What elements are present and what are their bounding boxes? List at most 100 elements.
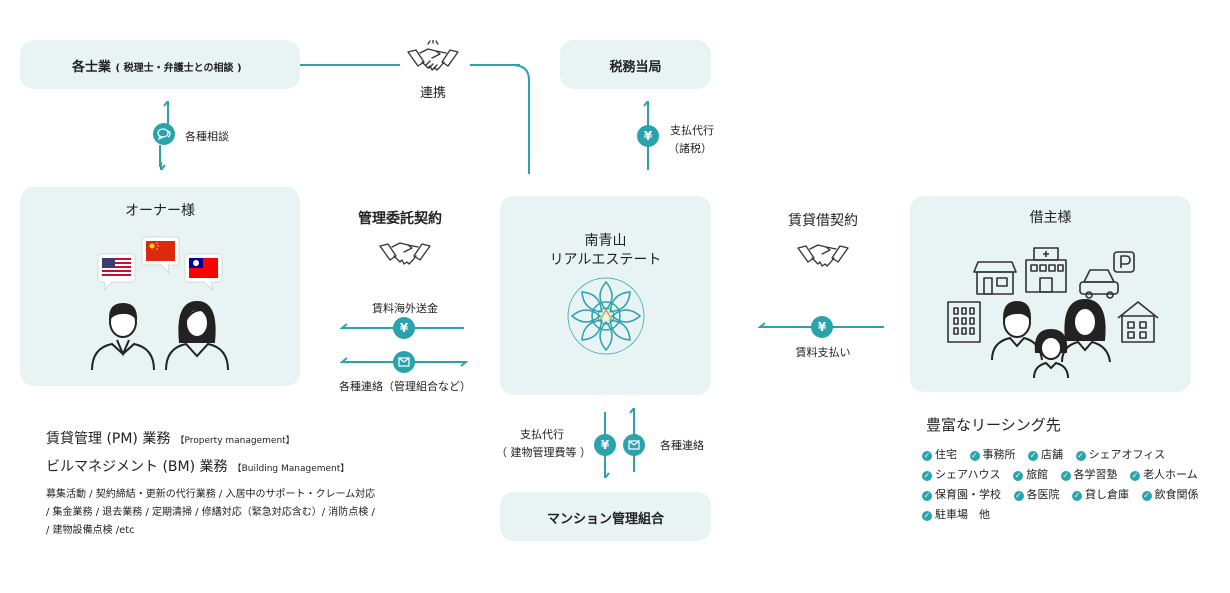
arrowhead-left-icon xyxy=(758,322,768,328)
leasing-item: ✓店舗 xyxy=(1028,448,1063,461)
leasing-item: ✓老人ホーム xyxy=(1130,468,1198,481)
mansion-title: マンション管理組合 xyxy=(546,512,664,527)
arrowhead-down-icon xyxy=(604,470,610,478)
arrow-up-consult xyxy=(167,106,169,126)
check-icon: ✓ xyxy=(1141,491,1152,501)
bm-tag: 【Building Management】 xyxy=(232,464,350,474)
owner-title: オーナー様 xyxy=(125,203,195,219)
owner-box xyxy=(20,187,300,386)
leasing-item-label: 保育園・学校 xyxy=(935,488,1001,501)
tax-office-title: 税務当局 xyxy=(609,60,662,75)
tax-office-box xyxy=(560,40,711,89)
handshake-icon xyxy=(407,40,459,71)
tax-payment-line2: （諸税） xyxy=(668,142,712,155)
arrow-down-consult xyxy=(159,145,161,167)
pm-title: 賃貸管理 (PM) 業務 xyxy=(46,431,171,447)
arrowhead-left-icon xyxy=(340,357,350,363)
person-woman-icon xyxy=(165,300,229,371)
yen-icon: ¥ xyxy=(393,317,415,339)
leasing-item-label: 貸し倉庫 xyxy=(1085,488,1129,501)
mail-icon xyxy=(623,434,645,456)
leasing-item-label: 各医院 xyxy=(1026,488,1060,501)
check-icon: ✓ xyxy=(922,451,932,461)
tenant-title: 借主様 xyxy=(1029,210,1072,226)
arrowhead-up-icon xyxy=(629,408,635,416)
leasing-item: ✓各学習塾 xyxy=(1060,468,1118,481)
rent-payment-label: 賃料支払い xyxy=(795,346,851,359)
leasing-row-2: ✓シェアハウス ✓旅館 ✓各学習塾 ✓老人ホーム xyxy=(922,466,1207,482)
check-icon: ✓ xyxy=(922,491,932,501)
leasing-item: ✓保育園・学校 xyxy=(922,488,1001,501)
contact-label: 各種連絡（管理組合など） xyxy=(339,380,471,393)
leasing-item-label: シェアオフィス xyxy=(1088,448,1166,461)
yen-icon: ¥ xyxy=(594,434,616,456)
professionals-box xyxy=(20,40,300,89)
company-name-line2: リアルエステート xyxy=(549,252,662,268)
handshake-icon xyxy=(797,244,849,267)
leasing-item-label: 各学習塾 xyxy=(1073,468,1118,481)
service-desc-2: / 集金業務 / 退去業務 / 定期清掃 / 修繕対応（緊急対応含む）/ 消防点… xyxy=(46,507,375,518)
check-icon: ✓ xyxy=(1072,491,1082,501)
bm-service: ビルマネジメント (BM) 業務 【Building Management】 xyxy=(46,456,349,476)
leasing-item: ✓旅館 xyxy=(1013,468,1048,481)
leasing-item: ✓事務所 xyxy=(969,448,1016,461)
management-contract-title: 管理委託契約 xyxy=(358,211,442,227)
leasing-item-label: 事務所 xyxy=(982,448,1016,461)
flag-tw-icon xyxy=(184,253,223,292)
building-icon xyxy=(947,247,1159,379)
check-icon: ✓ xyxy=(969,451,980,461)
leasing-item: ✓住宅 xyxy=(922,448,957,461)
leasing-row-4: ✓駐車場 他 xyxy=(922,506,999,522)
tax-payment-line1: 支払代行 xyxy=(670,124,714,137)
check-icon: ✓ xyxy=(922,511,932,521)
mansion-payment-line2: （ 建物管理費等 ） xyxy=(496,446,591,459)
bm-title: ビルマネジメント (BM) 業務 xyxy=(46,459,228,475)
leasing-item-label: 駐車場 他 xyxy=(935,508,990,521)
leasing-item: ✓駐車場 他 xyxy=(922,508,990,521)
check-icon: ✓ xyxy=(1060,471,1071,481)
leasing-item: ✓シェアハウス xyxy=(922,468,1001,481)
check-icon: ✓ xyxy=(1075,451,1086,461)
lease-contract-title: 賃貸借契約 xyxy=(788,213,858,229)
partnership-label: 連携 xyxy=(419,86,446,101)
leasing-item: ✓貸し倉庫 xyxy=(1072,488,1129,501)
leasing-item-label: 旅館 xyxy=(1026,468,1049,481)
leasing-row-1: ✓住宅 ✓事務所 ✓店舗 ✓シェアオフィス xyxy=(922,446,1174,462)
arrowhead-up-icon xyxy=(163,101,169,109)
handshake-icon xyxy=(379,242,431,265)
pm-service: 賃貸管理 (PM) 業務 【Property management】 xyxy=(46,428,295,448)
logo-mandala-icon xyxy=(567,277,645,355)
yen-icon: ¥ xyxy=(811,316,833,338)
mansion-box xyxy=(500,492,711,541)
flag-us-icon xyxy=(97,253,136,291)
leasing-row-3: ✓保育園・学校 ✓各医院 ✓貸し倉庫 ✓飲食関係 xyxy=(922,486,1208,502)
leasing-title: 豊富なリーシング先 xyxy=(926,416,1061,434)
service-desc-3: / 建物設備点検 /etc xyxy=(46,525,135,536)
mansion-contact-label: 各種連絡 xyxy=(660,439,704,452)
arrowhead-right-icon xyxy=(458,361,468,367)
check-icon: ✓ xyxy=(1013,491,1024,501)
leasing-item-label: 老人ホーム xyxy=(1143,468,1198,481)
consultation-label: 各種相談 xyxy=(185,130,229,143)
check-icon: ✓ xyxy=(1028,451,1038,461)
yen-icon: ¥ xyxy=(637,125,659,147)
leasing-item: ✓各医院 xyxy=(1013,488,1060,501)
connector-partner-company-h xyxy=(470,64,520,66)
company-box xyxy=(500,196,711,395)
flag-cn-icon xyxy=(141,236,180,274)
company-name-line1: 南青山 xyxy=(584,233,627,249)
mansion-payment-line1: 支払代行 xyxy=(520,428,564,441)
leasing-item: ✓シェアオフィス xyxy=(1075,448,1166,461)
professionals-title: 各士業 ( 税理士・弁護士との相談 ) xyxy=(72,56,242,75)
arrowhead-up-tax-icon xyxy=(643,101,649,109)
chat-icon xyxy=(153,123,175,145)
person-man-icon xyxy=(91,302,155,371)
check-icon: ✓ xyxy=(1130,471,1141,481)
pm-tag: 【Property management】 xyxy=(175,436,295,446)
leasing-item-label: シェアハウス xyxy=(935,468,1001,481)
leasing-item-label: 住宅 xyxy=(935,448,957,461)
service-desc-1: 募集活動 / 契約締結・更新の代行業務 / 入居中のサポート・クレーム対応 xyxy=(46,489,376,500)
leasing-item-label: 店舗 xyxy=(1041,448,1063,461)
arrowhead-left-icon xyxy=(340,323,350,329)
connector-partner-company-curve xyxy=(512,64,530,174)
